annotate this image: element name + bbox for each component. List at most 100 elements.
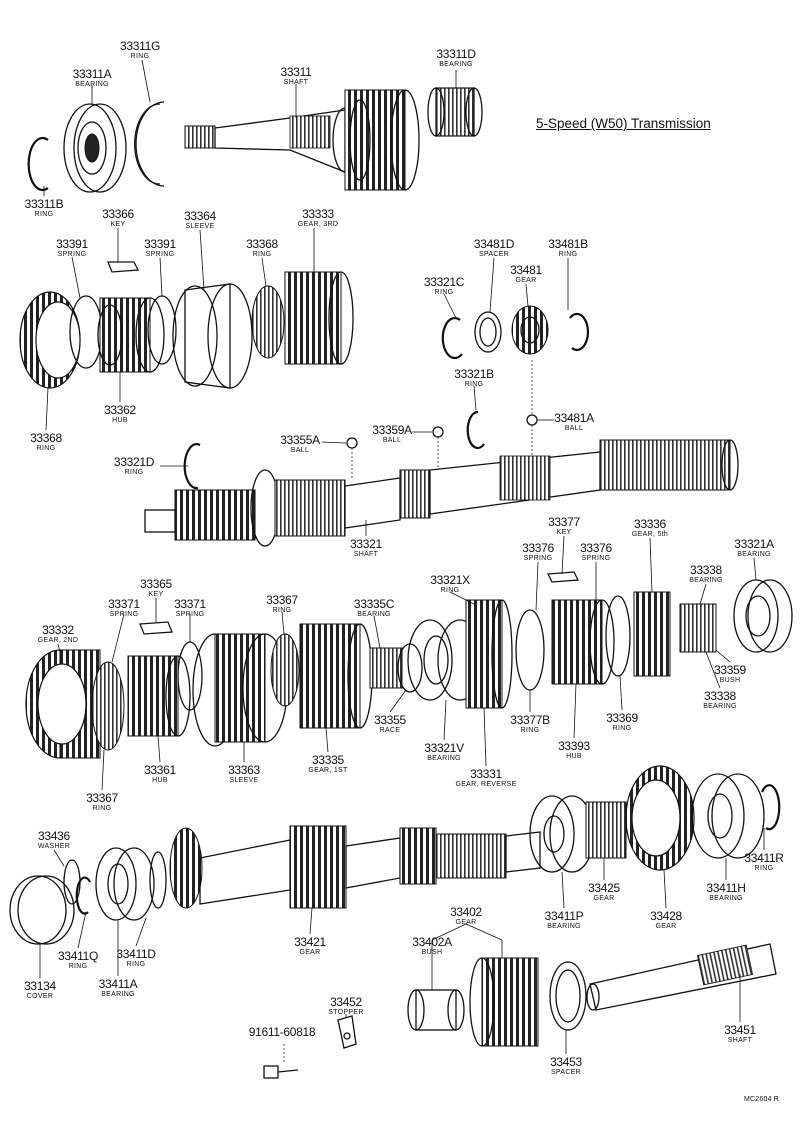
part-number: 33391 xyxy=(56,237,88,251)
part-name: RACE xyxy=(379,727,401,734)
snap-ring-33311B xyxy=(27,136,49,192)
part-name: RING xyxy=(612,725,632,732)
snap-ring-33411R xyxy=(760,784,781,831)
part-number: 33425 xyxy=(588,881,620,895)
part-number: 33481A xyxy=(554,411,594,425)
part-name: BEARING xyxy=(357,611,391,618)
part-name: RING xyxy=(558,251,578,258)
sleeve-33363 xyxy=(192,633,288,747)
part-name: RING xyxy=(464,381,484,388)
synchro-ring-33367-right xyxy=(270,633,300,707)
part-number: 33391 xyxy=(144,237,176,251)
part-name: RING xyxy=(92,805,112,812)
snap-ring-33481B xyxy=(569,312,590,351)
part-name: GEAR xyxy=(455,919,477,926)
part-number: 33321X xyxy=(430,573,470,587)
part-number: 33411A xyxy=(98,977,138,991)
part-name: RING xyxy=(36,445,56,452)
part-number: 33362 xyxy=(104,403,136,417)
part-name: HUB xyxy=(566,753,582,760)
part-number: 33411H xyxy=(706,881,746,895)
synchro-ring-33367-left xyxy=(91,661,125,751)
part-name: HUB xyxy=(152,777,168,784)
part-name: SPRING xyxy=(523,555,553,562)
bush-33402A xyxy=(407,989,465,1031)
bearing-33311A xyxy=(63,103,127,193)
part-name: BEARING xyxy=(101,991,135,998)
second-gear-33332 xyxy=(25,649,101,759)
part-name: SPRING xyxy=(581,555,611,562)
part-name: GEAR xyxy=(515,277,537,284)
hub-33393 xyxy=(551,599,615,685)
counter-gear-33421 xyxy=(169,825,541,909)
diagram-title: 5-Speed (W50) Transmission xyxy=(536,116,711,131)
part-number: 33453 xyxy=(550,1055,582,1069)
part-number: 33393 xyxy=(558,739,590,753)
part-name: RING xyxy=(754,865,774,872)
key-33365 xyxy=(139,621,173,635)
bearing-33338 xyxy=(679,603,717,653)
part-number: 33371 xyxy=(174,597,206,611)
part-name: RING xyxy=(124,469,144,476)
input-shaft-33311 xyxy=(184,89,420,191)
part-number: 33428 xyxy=(650,909,682,923)
part-name: BUSH xyxy=(421,949,443,956)
part-name: SPACER xyxy=(478,251,510,258)
part-number: 33367 xyxy=(86,791,118,805)
part-name: SPRING xyxy=(57,251,87,258)
part-name: RING xyxy=(34,211,54,218)
part-name: SPRING xyxy=(109,611,139,618)
snap-ring-33321D xyxy=(183,443,201,490)
part-number: 33311D xyxy=(436,47,476,61)
snap-ring-33411D xyxy=(149,851,167,909)
part-number: 33421 xyxy=(294,935,326,949)
spacer-33453 xyxy=(549,961,587,1031)
gear-33481 xyxy=(511,305,549,355)
part-number: 33333 xyxy=(302,207,334,221)
part-name: SHAFT xyxy=(353,551,379,558)
cover-33134 xyxy=(9,875,75,945)
part-number: 33411P xyxy=(544,909,584,923)
part-name: BALL xyxy=(290,447,310,454)
snap-ring-33321B xyxy=(466,410,485,450)
part-number: 33321A xyxy=(734,537,774,551)
spacer-33481D xyxy=(474,311,502,353)
part-name: KEY xyxy=(556,529,572,536)
synchro-ring-33368-right xyxy=(251,285,285,359)
part-name: BEARING xyxy=(703,703,737,710)
part-number: 33321D xyxy=(113,455,155,469)
part-name: BEARING xyxy=(709,895,743,902)
part-name: BEARING xyxy=(547,923,581,930)
bearing-33321A xyxy=(733,579,793,653)
part-name: SLEEVE xyxy=(185,223,215,230)
part-number: 91611-60818 xyxy=(248,1025,316,1039)
snap-ring-33311G xyxy=(134,101,165,187)
part-number: 33481D xyxy=(473,237,515,251)
